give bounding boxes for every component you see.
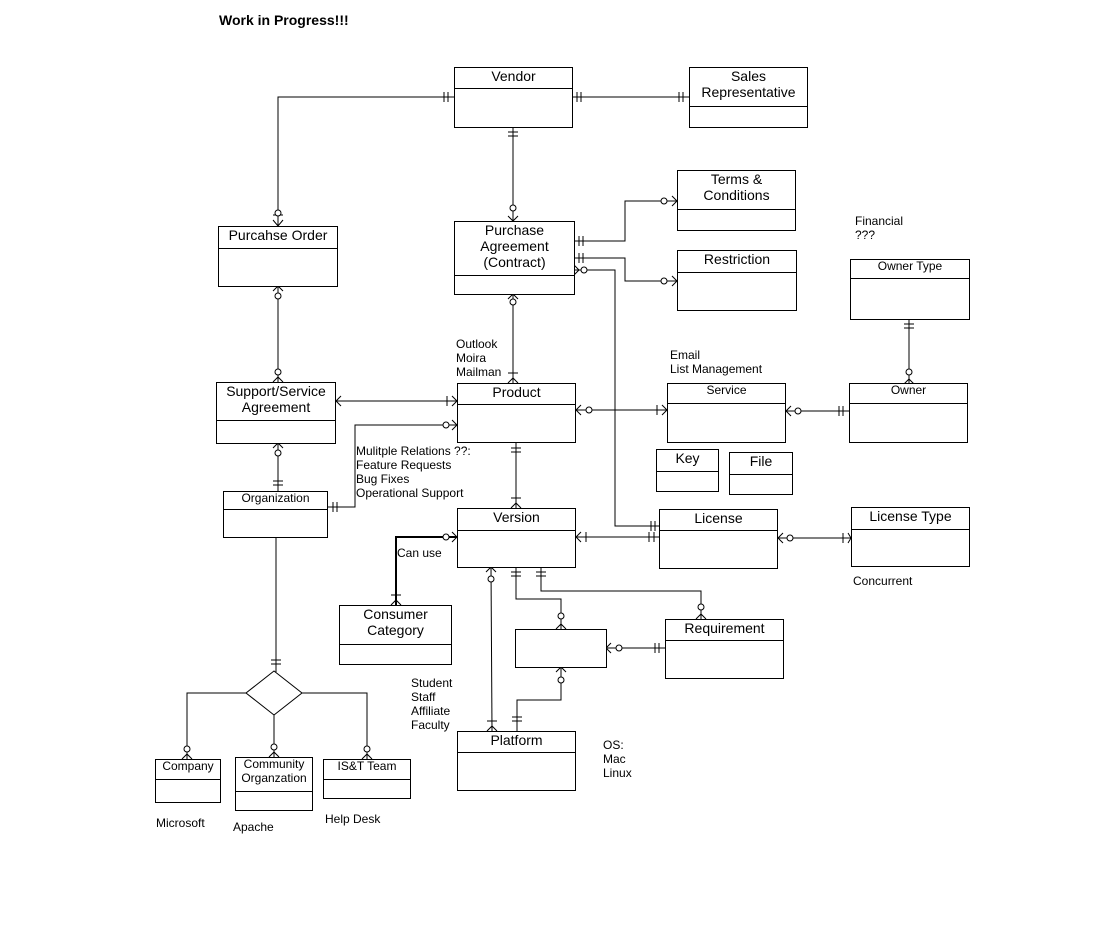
- entity-owner[interactable]: Owner: [849, 383, 968, 443]
- entity-label: Restriction: [703, 251, 771, 267]
- entity-terms-conditions[interactable]: Terms & Conditions: [677, 170, 796, 231]
- entity-platform[interactable]: Platform: [457, 731, 576, 791]
- entity-label: Terms & Conditions: [703, 171, 770, 204]
- note-help-desk: Help Desk: [325, 812, 381, 826]
- entity-vendor[interactable]: Vendor: [454, 67, 573, 128]
- entity-label: Company: [162, 759, 214, 773]
- entity-organization[interactable]: Organization: [223, 491, 328, 538]
- page-title: Work in Progress!!!: [219, 12, 349, 28]
- entity-service[interactable]: Service: [667, 383, 786, 443]
- note-os: OS: Mac Linux: [603, 738, 632, 780]
- entity-consumer-category[interactable]: Consumer Category: [339, 605, 452, 665]
- note-email-list: Email List Management: [670, 348, 763, 376]
- entity-unnamed[interactable]: [515, 629, 607, 668]
- entity-label: Support/Service Agreement: [226, 383, 326, 416]
- entity-label: Sales Representative: [701, 68, 796, 101]
- entity-label: Consumer Category: [363, 606, 428, 639]
- note-can-use: Can use: [397, 546, 442, 560]
- entity-label: Owner Type: [877, 259, 943, 273]
- entity-file[interactable]: File: [729, 452, 793, 495]
- note-financial: Financial ???: [855, 214, 904, 242]
- note-apache: Apache: [233, 820, 274, 834]
- entity-requirement[interactable]: Requirement: [665, 619, 784, 679]
- entity-key[interactable]: Key: [656, 449, 719, 492]
- note-consumer-types: Student Staff Affiliate Faculty: [411, 676, 453, 732]
- entity-label: Version: [493, 509, 540, 525]
- entity-label: IS&T Team: [337, 759, 397, 773]
- entity-label: Purcahse Order: [228, 227, 328, 243]
- note-microsoft: Microsoft: [156, 816, 205, 830]
- entity-label: Product: [492, 384, 541, 400]
- entity-sales-representative[interactable]: Sales Representative: [689, 67, 808, 128]
- entity-label: Service: [706, 383, 747, 397]
- entity-label: Owner: [890, 383, 927, 397]
- entity-label: Organization: [241, 491, 310, 505]
- entity-label: Purchase Agreement (Contract): [480, 222, 549, 271]
- entity-version[interactable]: Version: [457, 508, 576, 568]
- subtype-diamond: [245, 670, 303, 716]
- entity-label: File: [749, 453, 773, 469]
- entity-product[interactable]: Product: [457, 383, 576, 443]
- entity-label: License Type: [869, 508, 952, 524]
- entity-license-type[interactable]: License Type: [851, 507, 970, 567]
- note-concurrent: Concurrent: [853, 574, 913, 588]
- entity-community-organization[interactable]: Community Organzation: [235, 757, 313, 811]
- entity-owner-type[interactable]: Owner Type: [850, 259, 970, 320]
- entity-purchase-order[interactable]: Purcahse Order: [218, 226, 338, 287]
- entity-restriction[interactable]: Restriction: [677, 250, 797, 311]
- entity-label: Platform: [490, 732, 543, 748]
- entity-company[interactable]: Company: [155, 759, 221, 803]
- entity-label: Vendor: [491, 68, 536, 84]
- entity-label: Requirement: [684, 620, 765, 636]
- entity-label: Key: [675, 450, 700, 466]
- entity-support-service-agreement[interactable]: Support/Service Agreement: [216, 382, 336, 444]
- note-multiple-relations: Mulitple Relations ??: Feature Requests …: [356, 444, 471, 500]
- entity-label: License: [694, 510, 743, 526]
- note-outlook: Outlook Moira Mailman: [456, 337, 502, 379]
- entity-license[interactable]: License: [659, 509, 778, 569]
- entity-purchase-agreement[interactable]: Purchase Agreement (Contract): [454, 221, 575, 295]
- entity-ist-team[interactable]: IS&T Team: [323, 759, 411, 799]
- entity-label: Community Organzation: [241, 757, 307, 785]
